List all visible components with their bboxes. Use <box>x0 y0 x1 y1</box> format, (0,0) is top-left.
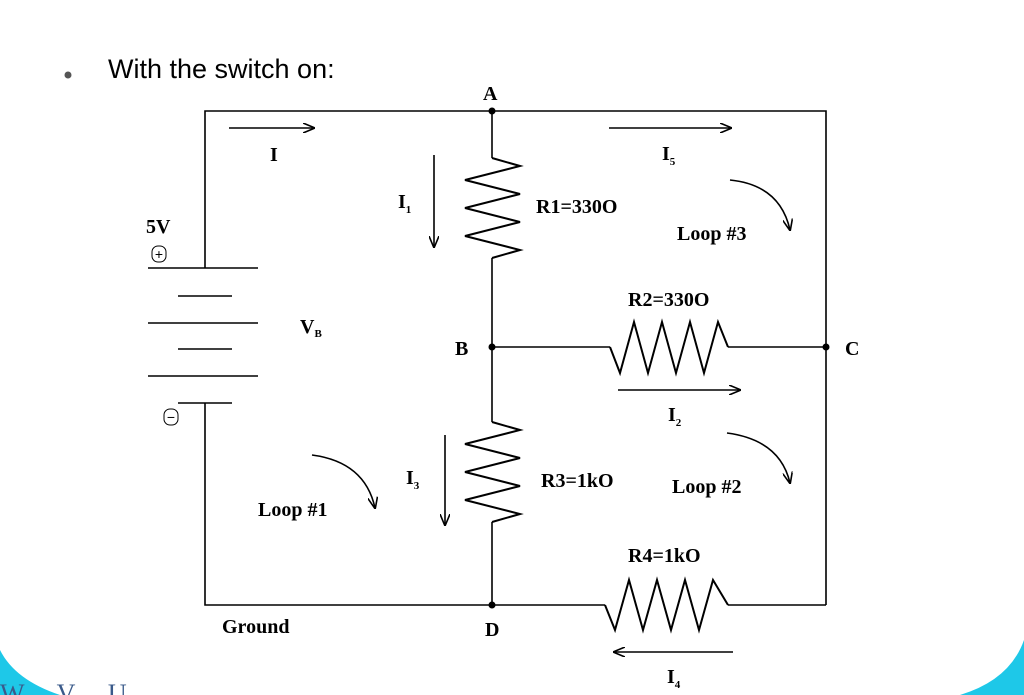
bullet-text: With the switch on: <box>108 54 335 84</box>
resistor-r2-label: R2=330O <box>628 289 709 311</box>
resistor-r3-label: R3=1kO <box>541 470 614 492</box>
svg-text:−: − <box>167 409 175 425</box>
svg-text:+: + <box>155 246 163 262</box>
footer-university-text: W… V… U… <box>0 679 153 695</box>
node-b-label: B <box>455 338 468 360</box>
current-i3-label: I3 <box>406 467 420 492</box>
loop3-label: Loop #3 <box>677 223 746 245</box>
minus-terminal-icon: − <box>163 408 179 426</box>
current-i1-label: I1 <box>398 191 411 216</box>
node-c-label: C <box>845 338 859 360</box>
bullet-dot-icon <box>64 71 72 79</box>
resistor-r1-symbol <box>464 157 524 259</box>
ground-label: Ground <box>222 616 289 638</box>
node-d-dot <box>488 601 496 609</box>
resistor-r1-label: R1=330O <box>536 196 617 218</box>
current-i-label: I <box>270 144 278 166</box>
battery-symbol <box>148 267 258 404</box>
circuit-wires <box>204 110 827 606</box>
node-a-dot <box>488 107 496 115</box>
plus-terminal-icon: + <box>151 245 167 263</box>
resistor-r3-symbol <box>464 421 524 523</box>
resistor-r4-symbol <box>604 576 729 634</box>
loop3-arrow-icon <box>729 179 790 230</box>
corner-swoosh-right <box>960 640 1024 695</box>
resistor-r2-symbol <box>609 318 729 377</box>
node-c-dot <box>822 343 830 351</box>
current-i2-label: I2 <box>668 404 682 429</box>
current-i4-label: I4 <box>667 666 681 691</box>
battery-voltage-label: 5V <box>146 216 171 238</box>
current-i5-label: I5 <box>662 143 676 168</box>
node-a-label: A <box>483 83 498 105</box>
loop2-arrow-icon <box>726 432 790 483</box>
node-d-label: D <box>485 619 499 641</box>
node-b-dot <box>488 343 496 351</box>
resistor-r4-label: R4=1kO <box>628 545 701 567</box>
battery-name-label: VB <box>300 316 322 340</box>
corner-swoosh-left <box>0 650 60 695</box>
loop1-label: Loop #1 <box>258 499 327 521</box>
loop2-label: Loop #2 <box>672 476 741 498</box>
loop1-arrow-icon <box>311 454 375 508</box>
